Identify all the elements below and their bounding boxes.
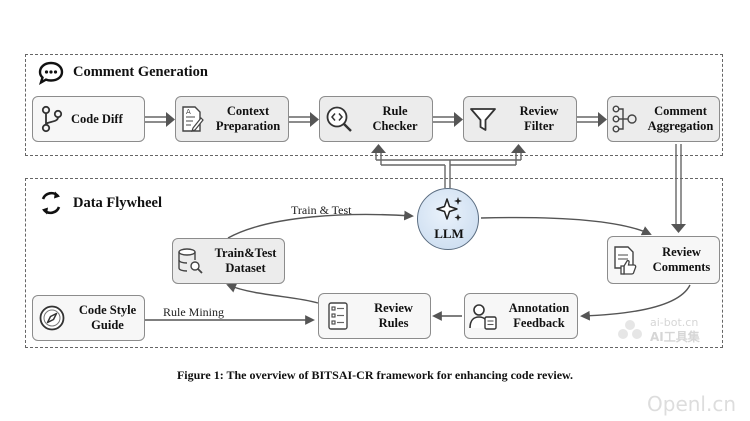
annotation-feedback-label: Annotation Feedback [508,301,570,330]
database-search-icon [173,239,207,283]
data-flywheel-region [25,178,723,348]
funnel-icon [464,97,502,141]
review-rules-label: Review Rules [374,301,413,330]
annotation-feedback-node: Annotation Feedback [464,293,578,339]
comment-generation-region [25,54,723,156]
arrow-aggregation-to-review-comments [671,144,686,233]
comment-generation-title: Comment Generation [73,64,208,80]
document-thumbs-up-icon [608,237,644,283]
rules-list-icon [319,294,357,338]
review-comments-node: Review Comments [607,236,720,284]
arrow-llm-to-review-comments [480,216,652,236]
context-preparation-node: A Context Preparation [175,96,289,142]
comment-aggregation-label: Comment Aggregation [647,104,714,133]
review-rules-node: Review Rules [318,293,431,339]
llm-node: LLM [417,188,479,250]
user-feedback-icon [465,294,501,338]
train-test-dataset-node: Train&Test Dataset [172,238,285,284]
compass-icon [33,296,71,340]
chat-bubble-icon [37,60,65,86]
merge-nodes-icon [608,97,642,141]
data-flywheel-title: Data Flywheel [73,195,162,211]
arrow-review-comments-to-feedback [580,284,691,321]
review-filter-label: Review Filter [519,104,559,133]
figure-caption: Figure 1: The overview of BITSAI-CR fram… [176,368,574,382]
code-diff-node: Code Diff [32,96,145,142]
train-test-dataset-label: Train&Test Dataset [214,246,277,275]
rule-checker-label: Rule Checker [372,104,418,133]
document-edit-icon: A [176,97,208,141]
context-preparation-label: Context Preparation [215,104,281,133]
llm-label: LLM [434,226,464,241]
code-search-icon [320,97,358,141]
arrow-filter-to-aggregation [577,112,607,127]
arrow-rulechecker-to-filter [433,112,463,127]
svg-text:A: A [186,108,191,116]
arrow-rules-to-dataset [226,283,319,304]
rule-mining-edge-label: Rule Mining [163,305,225,319]
comment-aggregation-node: Comment Aggregation [607,96,720,142]
rule-checker-node: Rule Checker [319,96,433,142]
arrow-dataset-to-llm [227,210,414,239]
sparkles-icon [433,195,465,225]
watermark-openl: Openl.cn [647,392,737,416]
watermark-tools: AI工具集 [650,330,700,344]
ai-bot-logo-icon [617,318,643,340]
code-diff-label: Code Diff [71,111,123,126]
git-branch-icon [33,97,71,141]
code-style-guide-node: Code Style Guide [32,295,145,341]
review-filter-node: Review Filter [463,96,577,142]
arrow-context-to-rulechecker [289,112,319,127]
watermark-site: ai-bot.cn [650,316,699,329]
arrow-codediff-to-context [145,112,175,127]
review-comments-label: Review Comments [652,245,711,274]
code-style-guide-label: Code Style Guide [78,303,137,332]
arrow-llm-to-checker-filter [371,144,526,188]
train-test-edge-label: Train & Test [291,203,352,217]
refresh-cycle-icon [37,189,65,217]
